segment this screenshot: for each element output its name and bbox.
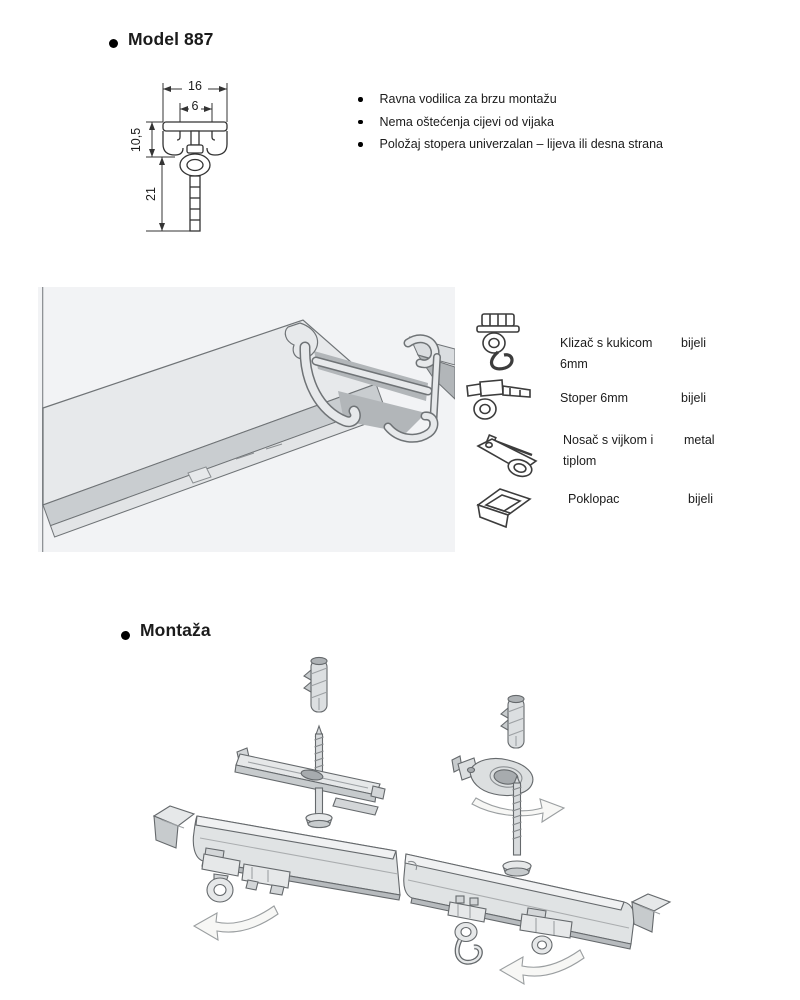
feature-text: Položaj stopera univerzalan – lijeva ili… bbox=[379, 137, 664, 151]
part-name: Poklopac bbox=[568, 492, 620, 506]
part-name: Stoper 6mm bbox=[560, 391, 629, 405]
assembly-screw-left-head bbox=[305, 787, 333, 829]
dimension-arrows bbox=[149, 86, 227, 231]
glider-hook-icon bbox=[476, 313, 520, 371]
assembly-glider-hook bbox=[447, 895, 487, 965]
rail-profile-outline bbox=[162, 121, 228, 232]
feature-item: Ravna vodilica za brzu montažu bbox=[358, 92, 688, 108]
assembly-wall-plug-left bbox=[303, 656, 328, 713]
rotate-arrow-right bbox=[471, 797, 566, 824]
dim-hook-drop: 21 bbox=[144, 187, 158, 201]
part-color: bijeli bbox=[688, 492, 714, 506]
end-cap-icon bbox=[476, 488, 532, 529]
slide-arrow-left-upper bbox=[192, 905, 279, 942]
profile-cross-section-diagram: 16 6 10,5 21 bbox=[129, 79, 228, 232]
dim-inner-width: 6 bbox=[192, 99, 199, 113]
part-color: metal bbox=[684, 433, 715, 447]
assembly-screw-right bbox=[502, 774, 532, 877]
bullet-dot bbox=[358, 97, 363, 102]
model-heading-bullet bbox=[109, 39, 118, 48]
dim-profile-height: 10,5 bbox=[129, 128, 143, 152]
assembly-end-cap-left bbox=[152, 805, 196, 849]
montaza-heading: Montaža bbox=[140, 620, 211, 640]
montaza-heading-bullet bbox=[121, 631, 130, 640]
part-color: bijeli bbox=[681, 336, 707, 350]
assembly-mounting-bracket bbox=[234, 747, 386, 816]
assembly-wall-plug-right bbox=[500, 694, 525, 749]
part-color: bijeli bbox=[681, 391, 707, 405]
part-name: Klizač s kukicom 6mm bbox=[560, 336, 653, 371]
assembly-stopper-left-group bbox=[201, 847, 291, 903]
stopper-icon bbox=[466, 379, 531, 420]
feature-item: Nema oštećenja cijevi od vijaka bbox=[358, 115, 688, 131]
model-heading: Model 887 bbox=[128, 29, 214, 49]
feature-text: Nema oštećenja cijevi od vijaka bbox=[379, 114, 554, 129]
bullet-dot bbox=[358, 119, 363, 124]
assembly-exploded-diagram bbox=[152, 656, 672, 986]
slide-arrow-left-lower bbox=[498, 949, 585, 986]
dim-outer-width: 16 bbox=[188, 79, 202, 93]
assembly-end-cap-right bbox=[630, 893, 672, 933]
bracket-screw-icon bbox=[476, 434, 538, 478]
bullet-dot bbox=[358, 142, 363, 147]
feature-text: Ravna vodilica za brzu montažu bbox=[379, 92, 557, 106]
part-name: Nosač s vijkom i tiplom bbox=[563, 433, 654, 468]
assembly-stopper-bottom bbox=[519, 907, 573, 955]
feature-list: Ravna vodilica za brzu montažu Nema ošte… bbox=[358, 92, 688, 160]
rail-product-photo bbox=[38, 287, 455, 552]
feature-item: Položaj stopera univerzalan – lijeva ili… bbox=[358, 137, 688, 153]
